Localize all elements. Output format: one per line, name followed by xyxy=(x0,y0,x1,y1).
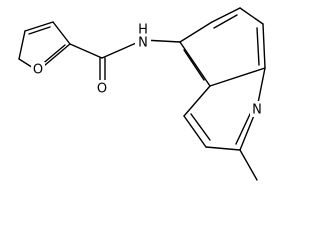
bond-furan-to-carbonyl xyxy=(69,43,103,59)
quinoline-bond-c3-c4-inner xyxy=(190,113,211,141)
atom-label-amide-hydrogen: H xyxy=(138,23,148,38)
atom-label-carbonyl-oxygen: O xyxy=(97,82,107,97)
chemical-structure: O O H N N xyxy=(18,7,266,181)
quinoline-bond-c8-c8a xyxy=(262,23,266,69)
quinoline-bond-c6-c7 xyxy=(211,7,241,23)
furan-bond-c2-c3 xyxy=(52,21,71,45)
mask-carbonyl-oxygen xyxy=(95,80,110,96)
quinoline-bond-c8-c8a-inner xyxy=(256,27,260,66)
quinoline-bond-c8a-c4a xyxy=(209,67,266,87)
furan-bond-c3-c4 xyxy=(24,21,54,32)
quinoline-bond-n1-c2-inner xyxy=(235,111,252,145)
atom-label-masks xyxy=(31,24,265,117)
atom-label-furan-oxygen: O xyxy=(33,63,43,78)
mask-furan-oxygen xyxy=(31,62,45,78)
furan-bond-c3-c4-inner xyxy=(28,26,51,35)
atom-labels: O O H N N xyxy=(33,23,262,118)
quinoline-bond-c4a-c5-inner xyxy=(183,49,205,81)
furan-bond-c4-c5 xyxy=(18,30,26,60)
mask-amide-nitrogen xyxy=(135,24,151,52)
quinoline-bond-c5-c6 xyxy=(179,21,213,43)
quinoline-bond-c3-c4 xyxy=(183,115,207,148)
atom-label-quinoline-nitrogen: N xyxy=(252,103,262,118)
quinoline-bond-c4-c4a xyxy=(183,85,211,117)
quinoline-bond-c6-c7-inner xyxy=(213,14,238,29)
bond-methyl xyxy=(239,149,258,181)
quinoline-bond-c4a-c5 xyxy=(179,41,211,87)
quinoline-bond-c7-c8 xyxy=(239,7,264,25)
quinoline-bond-c2-c3 xyxy=(205,146,241,151)
atom-label-amide-nitrogen: N xyxy=(138,36,148,51)
mask-quinoline-nitrogen xyxy=(250,101,265,117)
